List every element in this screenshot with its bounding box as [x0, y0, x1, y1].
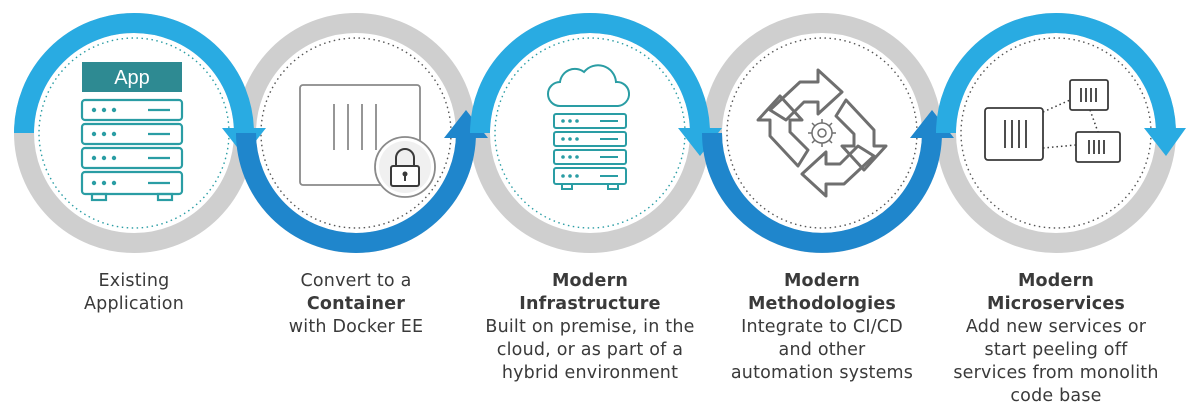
step-2-line-3: with Docker EE — [288, 317, 424, 337]
step-label-3: Modern Infrastructure Built on premise, … — [470, 270, 710, 385]
step-5-line-6: code base — [1010, 386, 1102, 406]
step-label-5: Modern Microservices Add new services or… — [936, 270, 1176, 408]
step-3-bold-2: Infrastructure — [519, 294, 661, 314]
step-4-line-5: automation systems — [730, 363, 914, 383]
step-3-line-3: Built on premise, in the — [485, 317, 695, 337]
ring-inner-dots-5 — [960, 37, 1152, 229]
step-5-bold-2: Microservices — [986, 294, 1126, 314]
step-1-line-2: Application — [84, 294, 184, 314]
step-3-line-1: Modern — [470, 270, 710, 293]
step-5-line-3: Add new services or — [965, 317, 1147, 337]
flow-arc-top-3 — [470, 13, 710, 134]
step-5-line-4: start peeling off — [984, 340, 1128, 360]
step-3-line-4: cloud, or as part of a — [496, 340, 684, 360]
step-3-bold-1: Modern — [551, 271, 629, 291]
flow-arc-top-1 — [14, 13, 254, 134]
cloud-server-icon — [547, 64, 630, 190]
server-app-icon: App — [80, 62, 184, 202]
step-4-line-3: Integrate to CI/CD — [741, 317, 903, 337]
ring-inner-dots-2 — [260, 37, 452, 229]
step-2-line-2: Container — [236, 293, 476, 316]
cycle-gear-icon — [756, 68, 888, 198]
step-2-line-1: Convert to a — [300, 271, 412, 291]
step-label-1: Existing Application — [14, 270, 254, 316]
step-5-bold-1: Modern — [1017, 271, 1095, 291]
flow-arrowhead-5 — [1144, 128, 1186, 156]
flow-arc-bottom-2 — [236, 132, 476, 253]
step-5-line-5: services from monolith — [953, 363, 1159, 383]
ring-inner-dots-4 — [726, 37, 918, 229]
step-1-line-1: Existing — [98, 271, 170, 291]
flow-arc-bottom-4 — [702, 132, 942, 253]
step-4-bold-1: Modern — [783, 271, 861, 291]
step-4-line-1: Modern — [702, 270, 942, 293]
microservices-icon — [984, 79, 1121, 163]
step-4-line-2: Methodologies — [702, 293, 942, 316]
app-banner-label: App — [114, 67, 150, 89]
step-3-line-2: Infrastructure — [470, 293, 710, 316]
step-label-2: Convert to a Container with Docker EE — [236, 270, 476, 339]
step-3-line-5: hybrid environment — [501, 363, 679, 383]
step-label-4: Modern Methodologies Integrate to CI/CD … — [702, 270, 942, 385]
step-2-bold-container: Container — [306, 294, 406, 314]
container-lock-icon — [299, 84, 436, 198]
step-5-line-2: Microservices — [936, 293, 1176, 316]
step-4-bold-2: Methodologies — [747, 294, 897, 314]
flow-arc-top-5 — [936, 13, 1176, 134]
step-4-line-4: and other — [778, 340, 866, 360]
step-5-line-1: Modern — [936, 270, 1176, 293]
